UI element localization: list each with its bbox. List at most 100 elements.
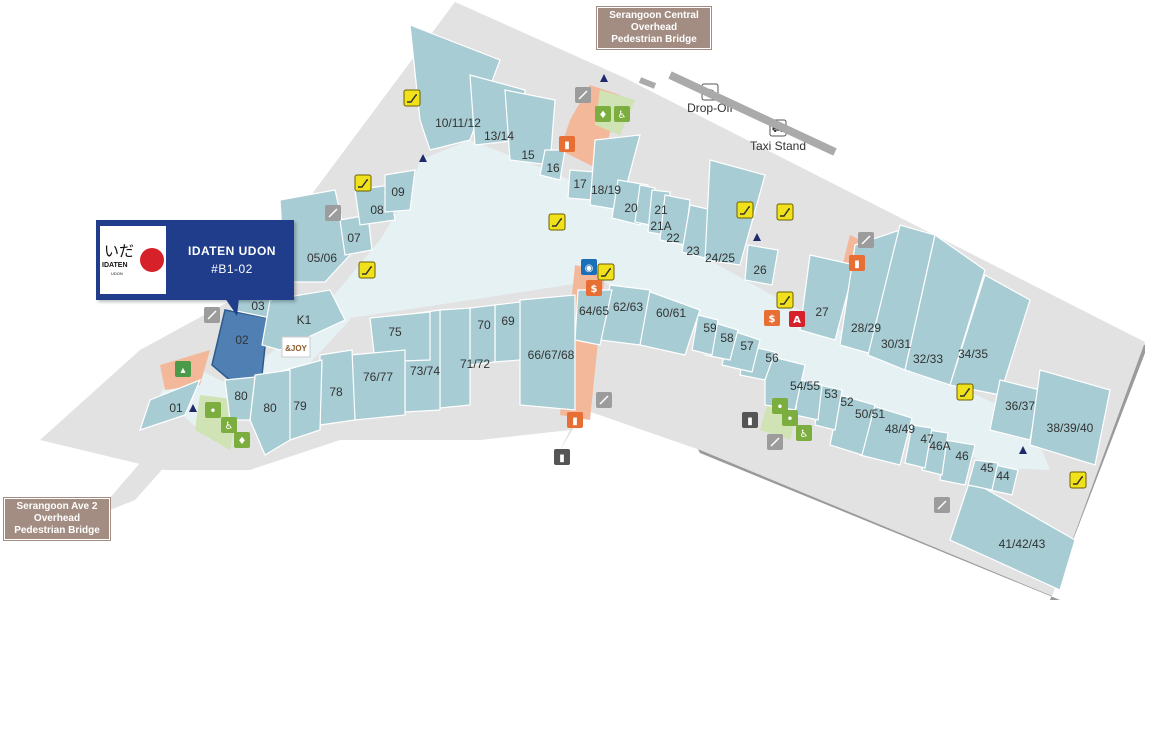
unit-label: 52 — [840, 395, 854, 409]
unit-label: 45 — [980, 461, 994, 475]
svg-text:▴: ▴ — [180, 365, 185, 376]
svg-text:•: • — [210, 406, 216, 417]
unit-label: 80 — [234, 389, 248, 403]
north-bridge-line-2: Overhead — [630, 22, 678, 33]
unit-label: 05/06 — [307, 251, 337, 265]
logo-sub: UDON — [111, 271, 123, 276]
money-changer-icon: $ — [764, 310, 780, 326]
unit-label: 27 — [815, 305, 829, 319]
unit-label: 41/42/43 — [999, 537, 1046, 551]
unit-75[interactable] — [369, 311, 431, 363]
escalator-icon[interactable] — [776, 203, 794, 221]
unit-label: 21 — [654, 203, 668, 217]
svg-text:▮: ▮ — [572, 416, 578, 427]
unit-24-25[interactable] — [704, 159, 766, 266]
unit-label: 18/19 — [591, 183, 621, 197]
exit-stairs-icon: ▴ — [175, 361, 191, 377]
exit-stairs-icon — [858, 232, 874, 248]
svg-text:▮: ▮ — [559, 453, 565, 464]
unit-label: 76/77 — [363, 370, 393, 384]
svg-text:$: $ — [769, 314, 776, 325]
unit-label: 30/31 — [881, 337, 911, 351]
unit-80a[interactable] — [224, 376, 256, 421]
exit-arrow-icon — [753, 233, 761, 241]
unit-01[interactable] — [139, 378, 202, 431]
escalator-icon[interactable] — [548, 213, 566, 231]
unit-label: 59 — [703, 321, 717, 335]
unit-label: 56 — [765, 351, 779, 365]
unit-label: 23 — [686, 244, 700, 258]
svg-text:♿: ♿ — [225, 421, 234, 432]
unit-label: 48/49 — [885, 422, 915, 436]
west-bridge-line-3: Pedestrian Bridge — [14, 525, 100, 536]
west-bridge-line-2: Overhead — [33, 513, 81, 524]
exit-stairs-icon — [204, 307, 220, 323]
escalator-icon[interactable] — [776, 291, 794, 309]
unit-label: 79 — [293, 399, 307, 413]
unit-label: 44 — [996, 469, 1010, 483]
unit-label: 26 — [753, 263, 767, 277]
exit-stairs-icon — [575, 87, 591, 103]
unit-label: 64/65 — [579, 304, 609, 318]
svg-text:▮: ▮ — [747, 416, 753, 427]
unit-label: 62/63 — [613, 300, 643, 314]
unit-label: 69 — [501, 314, 515, 328]
escalator-icon[interactable] — [1069, 471, 1087, 489]
unit-27[interactable] — [799, 254, 856, 341]
unit-16[interactable] — [539, 149, 566, 181]
store-name: IDATEN UDON — [188, 244, 276, 258]
exit-arrow-icon — [600, 74, 608, 82]
accessible-icon: ♿ — [796, 425, 812, 441]
taxi-stand-label: Taxi Stand — [750, 139, 806, 153]
exit-arrows — [189, 74, 1027, 454]
unit-label: 70 — [477, 318, 491, 332]
unit-label: 17 — [573, 177, 587, 191]
unit-label: 75 — [388, 325, 402, 339]
unit-label: 34/35 — [958, 347, 988, 361]
unit-09[interactable] — [384, 169, 416, 213]
escalator-icon[interactable] — [403, 89, 421, 107]
logo-brand: IDATEN — [102, 262, 128, 269]
unit-label: K1 — [297, 313, 312, 327]
unit-76-77[interactable] — [349, 349, 406, 421]
unit-label: 22 — [666, 231, 680, 245]
escalator-icon[interactable] — [354, 174, 372, 192]
svg-text:A: A — [793, 315, 801, 326]
unit-70[interactable] — [469, 304, 496, 366]
unit-45[interactable] — [967, 459, 999, 491]
baby-room-icon: • — [782, 410, 798, 426]
unit-label: 54/55 — [790, 379, 820, 393]
toilet-icon: ♦ — [595, 106, 611, 122]
lift-icon: ▮ — [554, 449, 570, 465]
unit-k1[interactable] — [261, 289, 346, 351]
store-callout[interactable]: いだ IDATEN UDON IDATEN UDON #B1-02 — [96, 220, 294, 300]
svg-text:◉: ◉ — [585, 263, 594, 274]
unit-label: 02 — [235, 333, 249, 347]
toilet-icon: ♦ — [234, 432, 250, 448]
unit-59[interactable] — [691, 314, 719, 356]
unit-26[interactable] — [744, 244, 779, 286]
axs-icon: A — [789, 311, 805, 327]
unit-label: 80 — [263, 401, 277, 415]
unit-47[interactable] — [904, 424, 933, 469]
north-bridge-line-3: Pedestrian Bridge — [611, 34, 697, 45]
unit-36-37[interactable] — [989, 379, 1041, 441]
unit-41-42-43[interactable] — [949, 479, 1076, 591]
unit-69[interactable] — [494, 301, 521, 363]
unit-38-39-40[interactable] — [1029, 369, 1111, 466]
idaten-logo: いだ IDATEN UDON — [100, 226, 166, 294]
unit-label: 73/74 — [410, 364, 440, 378]
unit-label: 16 — [546, 161, 560, 175]
escalator-icon[interactable] — [358, 261, 376, 279]
escalator-icon[interactable] — [956, 383, 974, 401]
unit-66-67-68[interactable] — [519, 294, 576, 411]
svg-text:▮: ▮ — [854, 259, 860, 270]
escalator-icon[interactable] — [597, 263, 615, 281]
unit-label: 36/37 — [1005, 399, 1035, 413]
unit-label: 60/61 — [656, 306, 686, 320]
lift-icon: ▮ — [742, 412, 758, 428]
escalator-icon[interactable] — [736, 201, 754, 219]
svg-text:♿: ♿ — [618, 110, 627, 121]
